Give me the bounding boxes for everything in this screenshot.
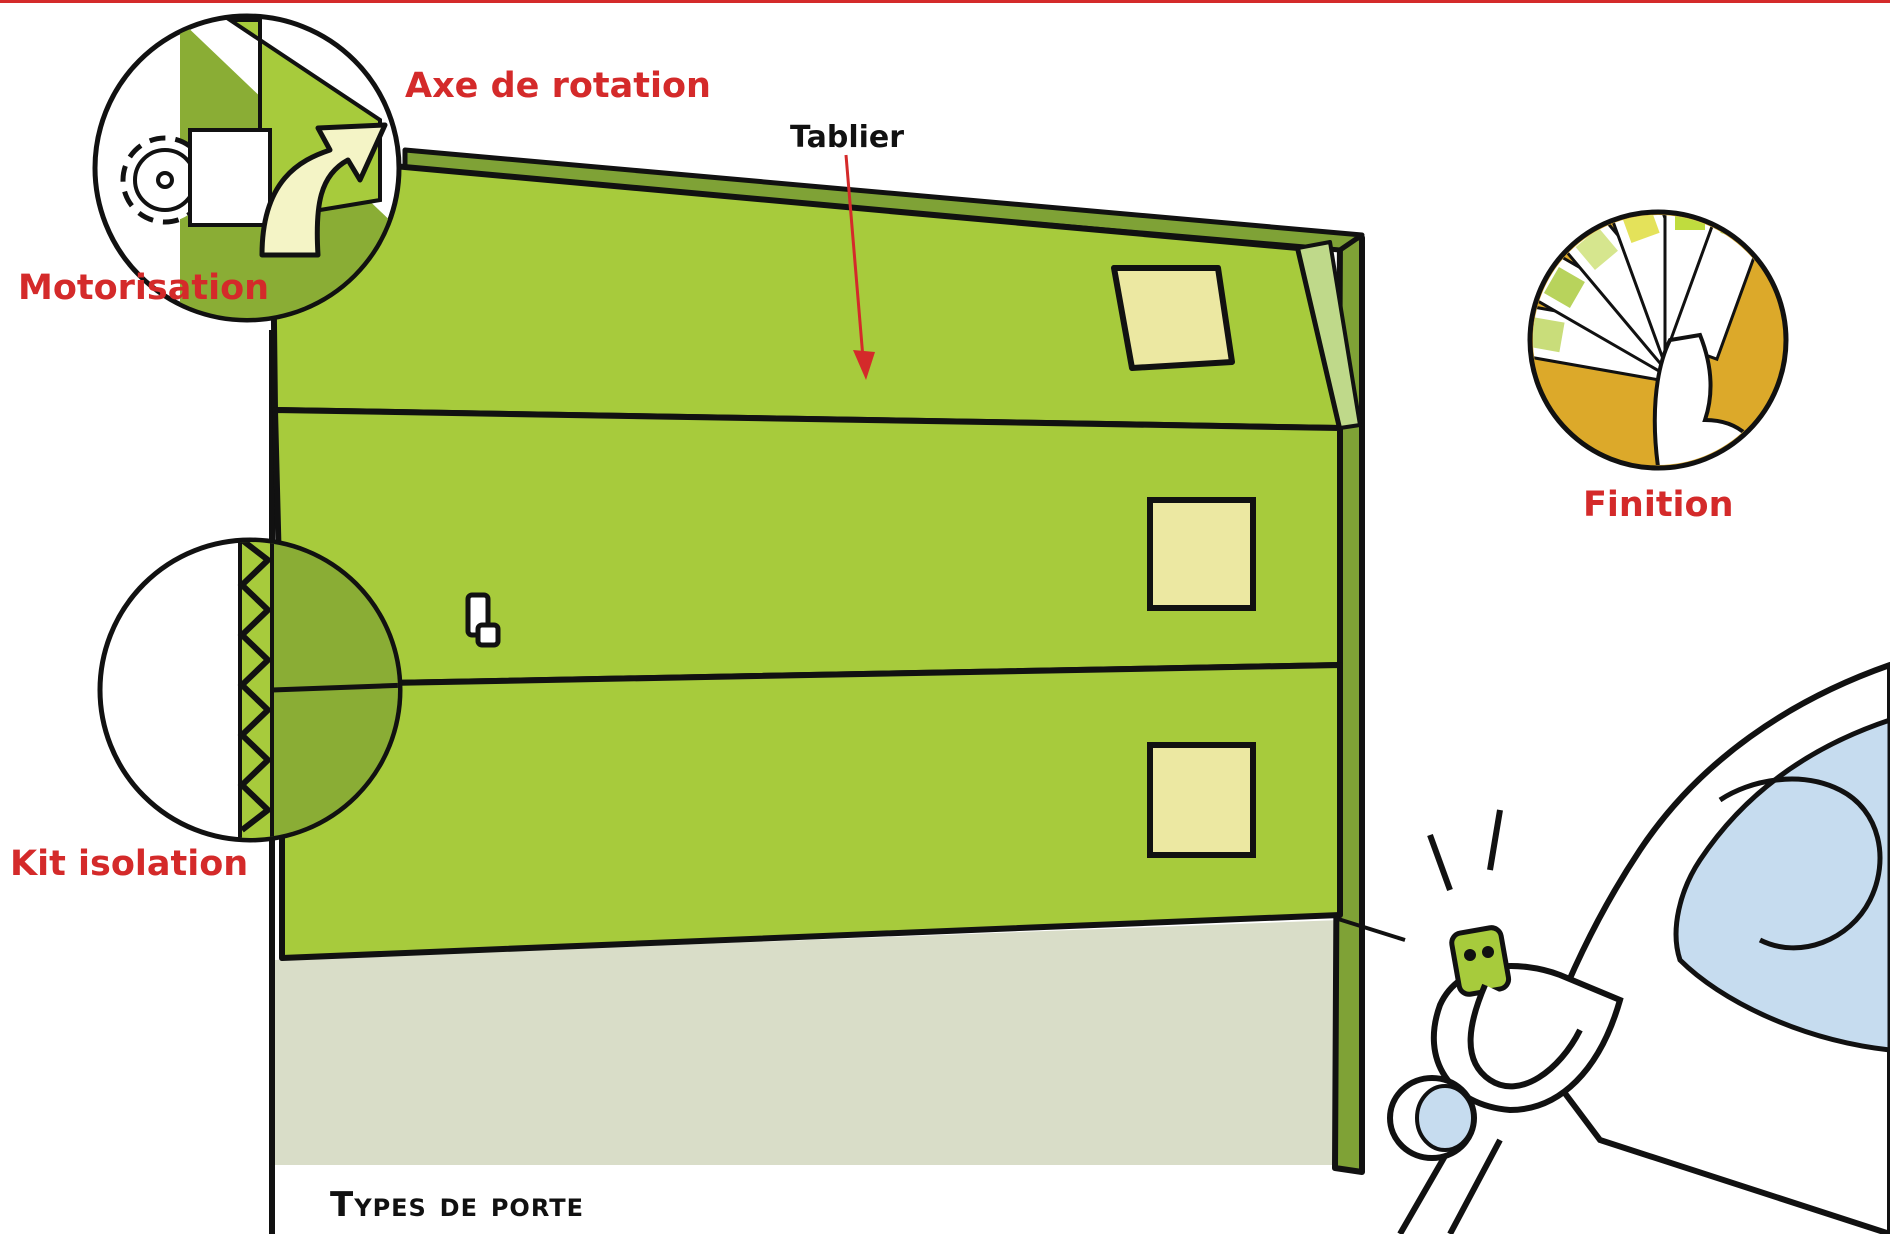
- window-top: [1111, 265, 1235, 371]
- door-edge-right: [1296, 240, 1362, 430]
- window-bottom: [1147, 742, 1256, 858]
- label-finition: Finition: [1583, 485, 1734, 525]
- label-axe-de-rotation: Axe de rotation: [405, 66, 711, 106]
- window-middle: [1147, 497, 1256, 611]
- door-handle: [465, 592, 501, 648]
- car-with-driver: [1334, 661, 1890, 1234]
- top-red-rule: [0, 0, 1890, 3]
- up-arrow-icon: [259, 122, 388, 258]
- door-panel-bottom: [279, 662, 1343, 961]
- remote-control-icon: [1449, 925, 1512, 997]
- frame-rail-top: [402, 147, 1365, 253]
- tablier-arrow-head: [853, 350, 875, 380]
- insulation-zigzag-icon: [237, 542, 273, 833]
- section-title: Types de porte: [330, 1185, 584, 1225]
- gear-icon: [120, 135, 210, 225]
- label-tablier: Tablier: [790, 120, 905, 155]
- motorisation-zoom-circle: [92, 13, 402, 323]
- finition-circle: [1527, 209, 1789, 471]
- label-motorisation: Motorisation: [18, 268, 270, 308]
- label-kit-isolation: Kit isolation: [10, 844, 249, 884]
- kit-isolation-zoom-circle: [97, 537, 403, 843]
- tablier-arrow-line: [844, 154, 866, 371]
- floor-area: [275, 920, 1340, 1165]
